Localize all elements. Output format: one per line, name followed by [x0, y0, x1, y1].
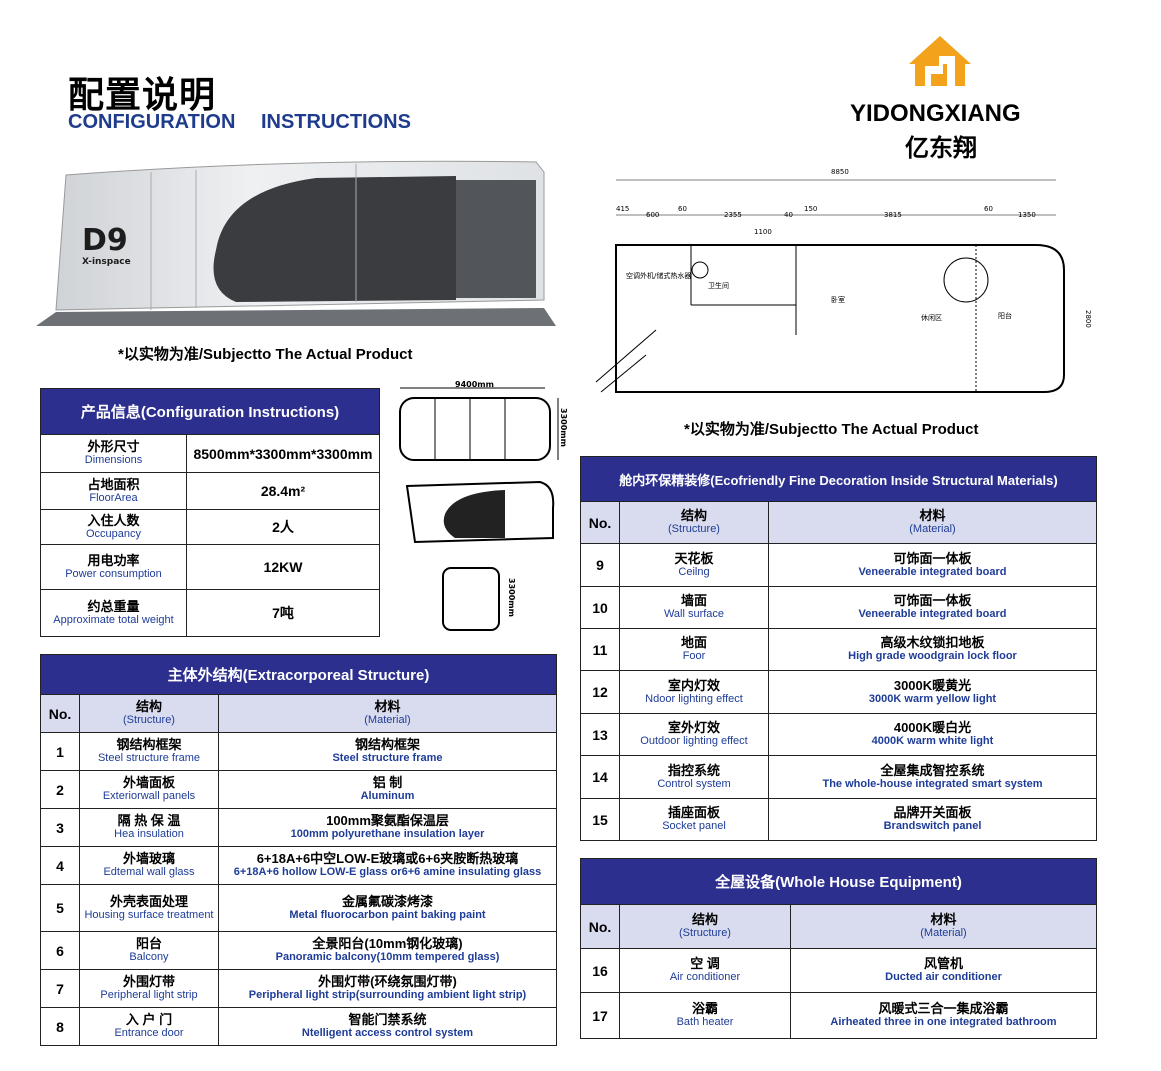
equipment-table-title: 全屋设备(Whole House Equipment) — [580, 858, 1097, 905]
caption-left: *以实物为准/Subjectto The Actual Product — [118, 346, 413, 363]
dim-total: 8850 — [831, 168, 849, 176]
svg-text:阳台: 阳台 — [998, 311, 1012, 320]
config-table-title: 产品信息(Configuration Instructions) — [40, 388, 380, 435]
svg-text:2800: 2800 — [1084, 310, 1092, 328]
dim-top: 9400mm — [455, 380, 494, 389]
svg-text:卫生间: 卫生间 — [708, 281, 729, 290]
svg-text:卧室: 卧室 — [831, 295, 845, 304]
svg-text:60: 60 — [984, 205, 993, 213]
outline-views-diagram: 9400mm 3300mm 3300mm — [399, 380, 568, 631]
page-title: 配置说明 — [68, 75, 217, 116]
structure-table-title: 主体外结构(Extracorporeal Structure) — [40, 654, 557, 695]
dim-front: 3300mm — [507, 578, 516, 617]
structure-table: 主体外结构(Extracorporeal Structure) No. 结构(S… — [40, 654, 557, 1046]
page-subtitle: CONFIGURATION INSTRUCTIONS — [68, 111, 411, 133]
product-model-label: D9 — [82, 223, 128, 258]
svg-text:415: 415 — [616, 205, 629, 213]
svg-text:1350: 1350 — [1018, 211, 1036, 219]
svg-text:1100: 1100 — [754, 228, 772, 236]
svg-text:休闲区: 休闲区 — [921, 313, 942, 322]
svg-text:40: 40 — [784, 211, 793, 219]
decoration-table-title: 舱内环保精装修(Ecofriendly Fine Decoration Insi… — [580, 456, 1097, 502]
dim-side: 3300mm — [559, 408, 568, 447]
svg-text:150: 150 — [804, 205, 817, 213]
svg-text:600: 600 — [646, 211, 659, 219]
caption-right: *以实物为准/Subjectto The Actual Product — [684, 421, 979, 438]
product-brand-label: X-inspace — [82, 257, 131, 267]
svg-text:60: 60 — [678, 205, 687, 213]
brand-name-en: YIDONGXIANG — [850, 100, 1021, 127]
svg-text:空调外机/储式热水器: 空调外机/储式热水器 — [626, 271, 691, 280]
brand-logo-icon — [909, 36, 971, 86]
svg-text:2355: 2355 — [724, 211, 742, 219]
equipment-table: 全屋设备(Whole House Equipment) No. 结构(Struc… — [580, 858, 1097, 1039]
decoration-table: 舱内环保精装修(Ecofriendly Fine Decoration Insi… — [580, 456, 1097, 841]
floor-plan-diagram: 8850 415 600 60 2355 40 150 3815 60 1350… — [595, 168, 1092, 393]
brand-name-cn: 亿东翔 — [905, 134, 977, 162]
product-render-image: D9 X-inspace — [36, 160, 556, 326]
svg-text:3815: 3815 — [884, 211, 902, 219]
